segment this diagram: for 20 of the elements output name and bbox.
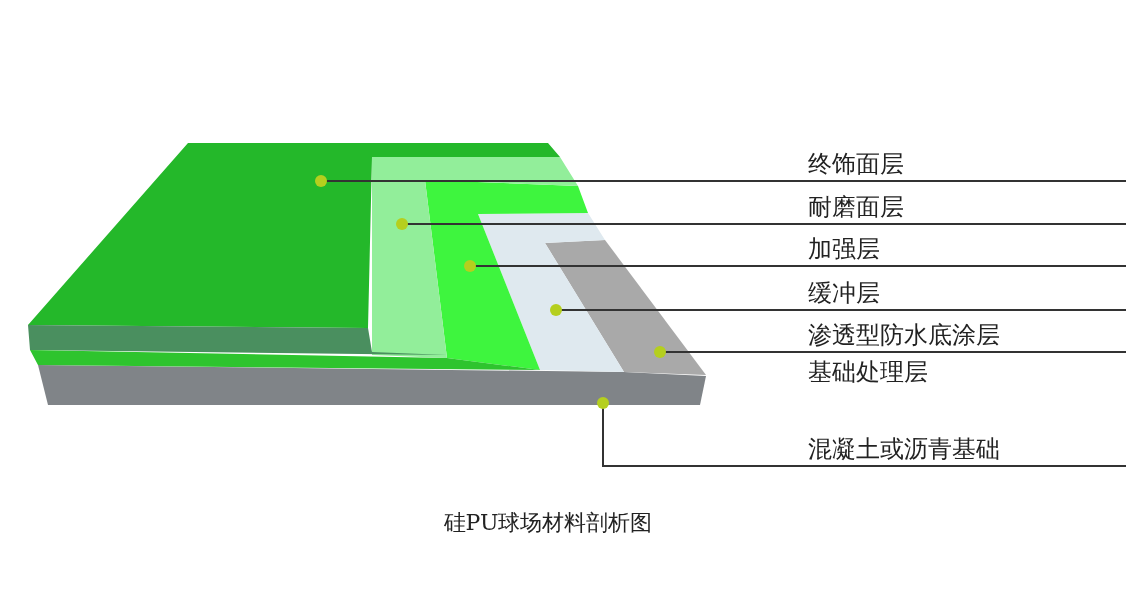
reinforcement-layer bbox=[425, 180, 588, 370]
layer-label: 基础处理层 bbox=[808, 358, 928, 386]
concrete-base bbox=[38, 365, 706, 405]
layer-label: 缓冲层 bbox=[808, 279, 1126, 311]
leader-line bbox=[464, 260, 809, 272]
layer-label: 终饰面层 bbox=[808, 150, 1126, 182]
layer-label: 混凝土或沥青基础 bbox=[808, 435, 1126, 467]
layer-label: 耐磨面层 bbox=[808, 193, 1126, 225]
caption: 硅PU球场材料剖析图 bbox=[442, 509, 654, 537]
primer-layer bbox=[545, 240, 706, 375]
leader-line bbox=[550, 304, 809, 316]
top-surface-layer bbox=[28, 143, 560, 328]
leader-line bbox=[654, 346, 809, 358]
wear-layer bbox=[372, 157, 578, 358]
leader-line bbox=[315, 175, 809, 187]
layer-label: 加强层 bbox=[808, 235, 1126, 267]
layer-label: 渗透型防水底涂层 bbox=[808, 321, 1126, 353]
leader-line bbox=[597, 397, 809, 467]
cushion-layer bbox=[478, 213, 624, 372]
leader-line bbox=[396, 218, 809, 230]
